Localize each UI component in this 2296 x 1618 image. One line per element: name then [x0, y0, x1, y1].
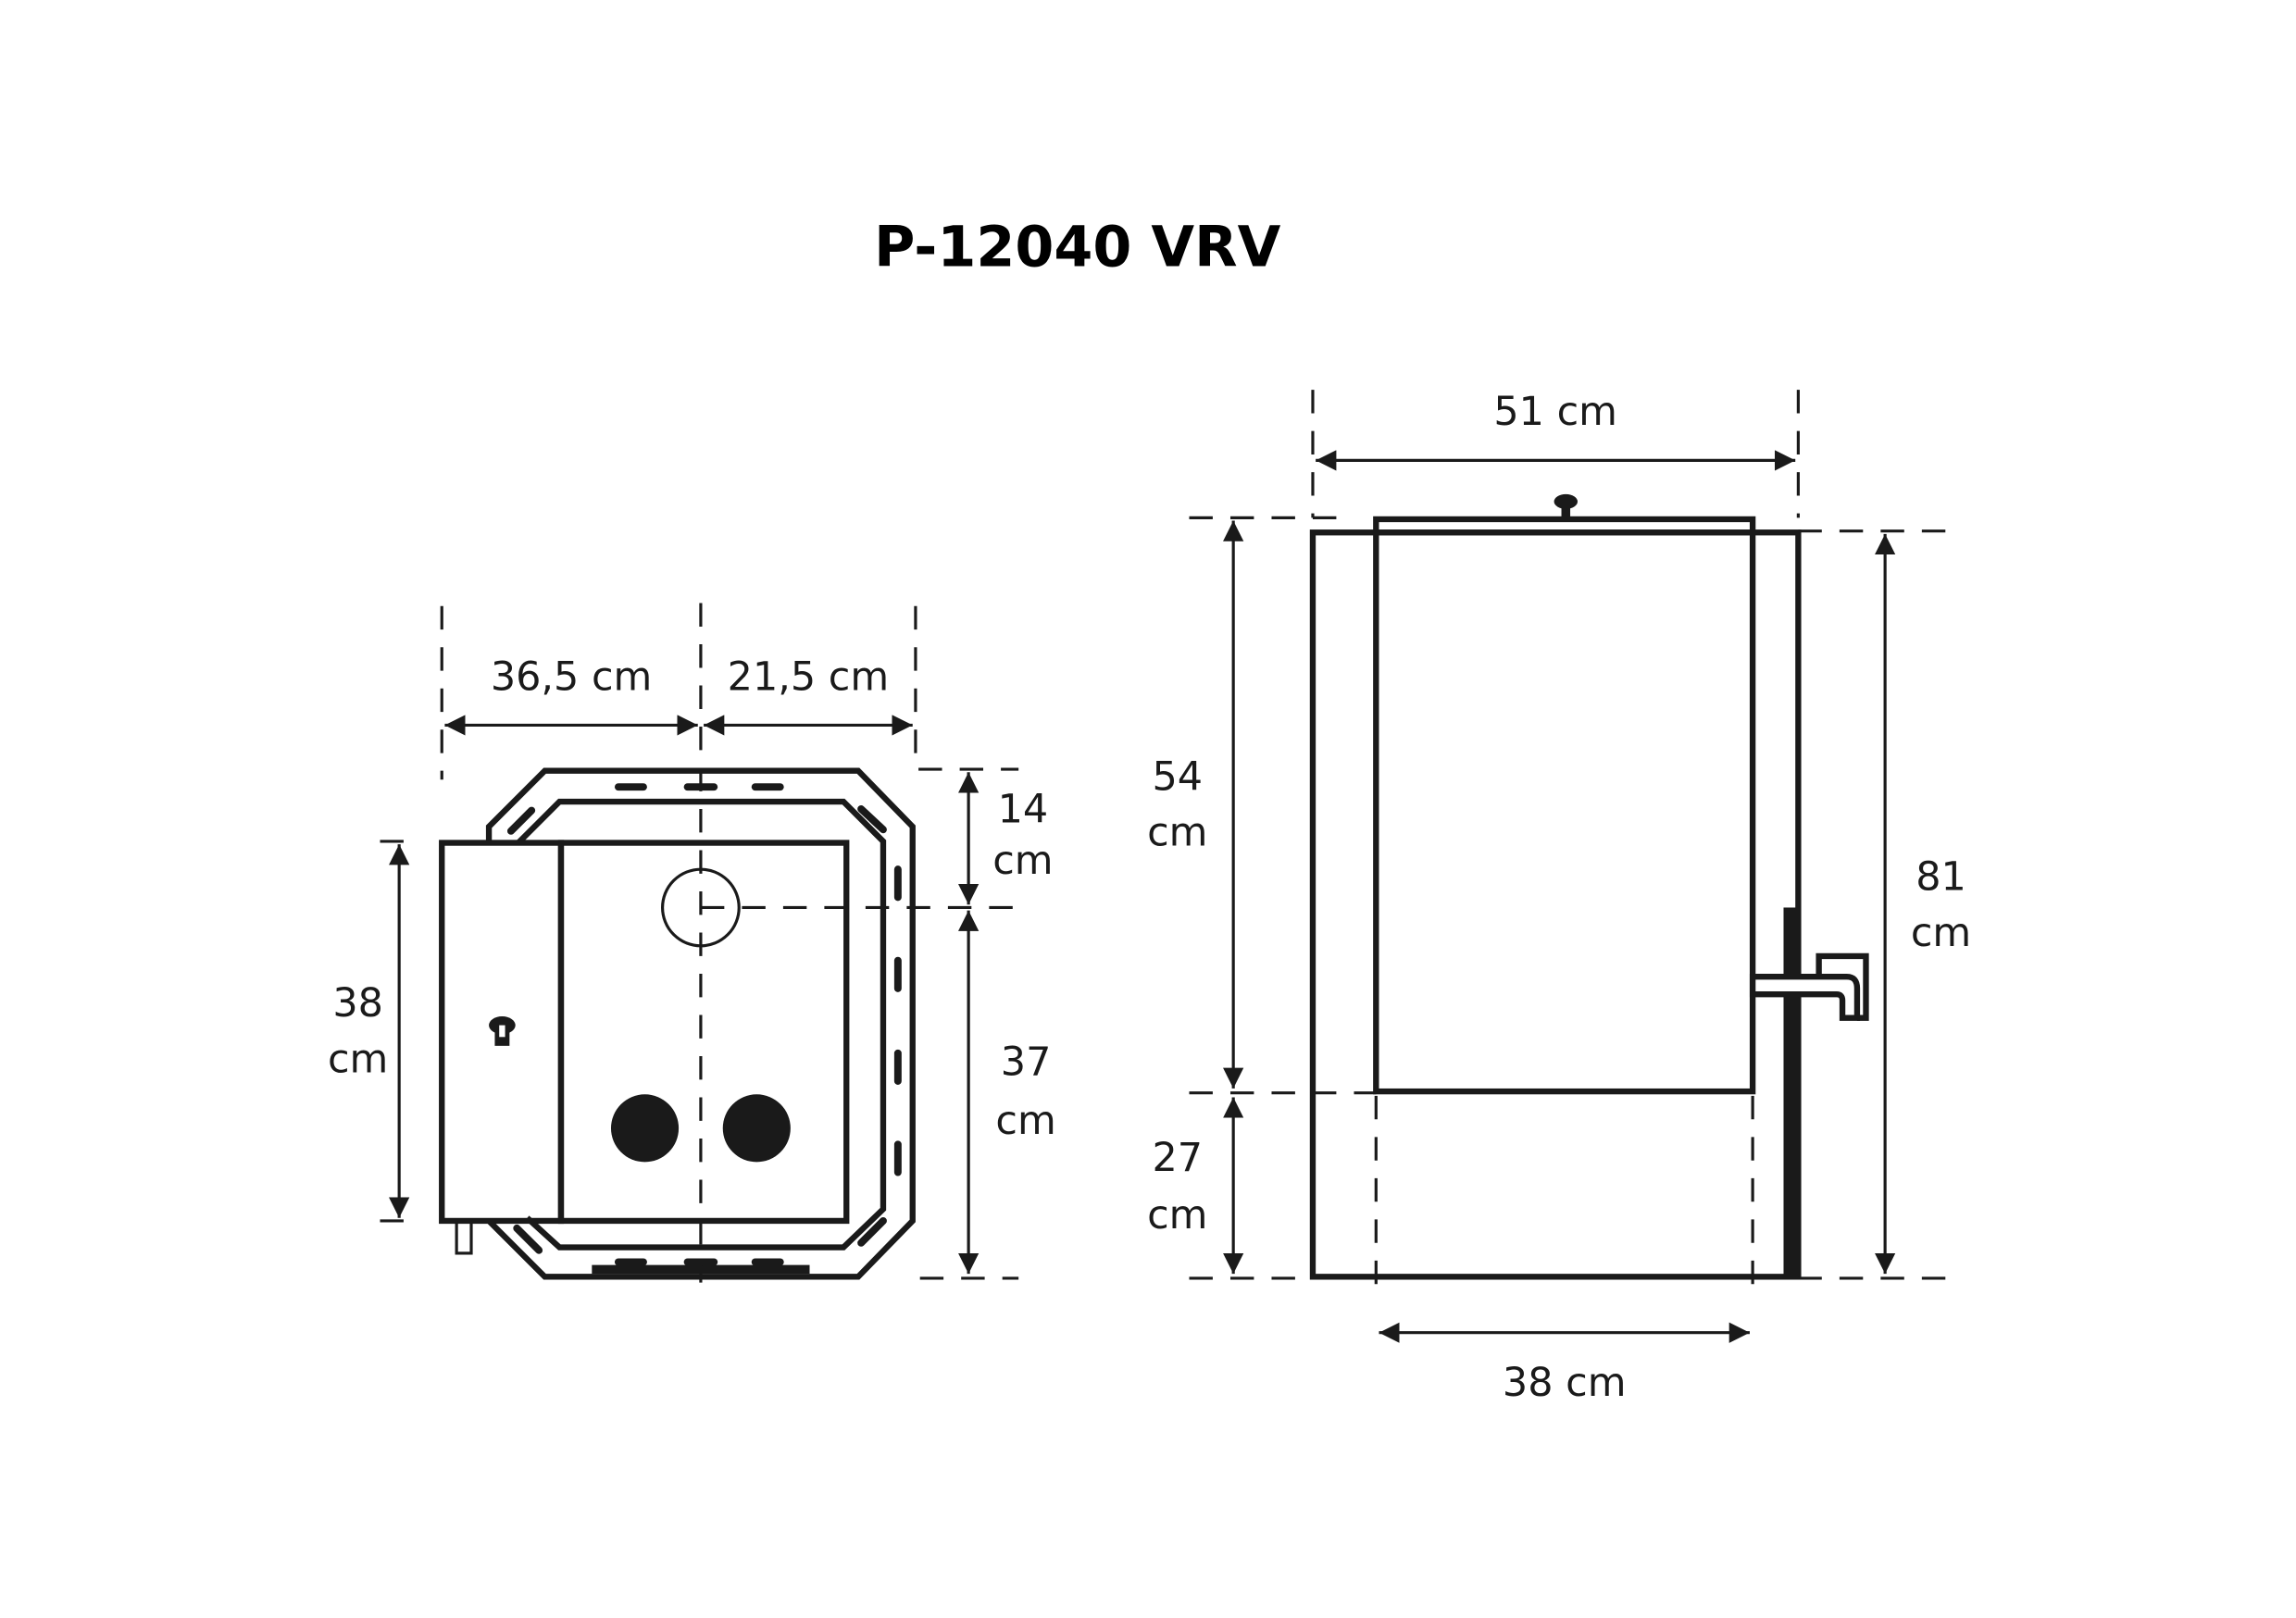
label-top-offset-value: 14 [998, 786, 1049, 832]
inner-casing [516, 798, 887, 1251]
water-tank [1373, 516, 1756, 1095]
lid-handle-icon [1554, 493, 1578, 519]
outer-casing [485, 767, 916, 1280]
water-tap [1749, 973, 1861, 1021]
label-base-height-unit: cm [1147, 1192, 1207, 1238]
pipe-hole-right [722, 1094, 791, 1163]
label-tank-height-unit: cm [1147, 810, 1207, 856]
label-tank-height-value: 54 [1152, 753, 1203, 800]
front-view: 36,5 cm 21,5 cm 14 cm 37 cm 38 cm [328, 603, 1056, 1283]
rear-panel [1783, 907, 1799, 1277]
side-view: 51 cm 54 cm 27 cm 81 cm 38 cm [1147, 389, 1971, 1406]
label-width-right: 21,5 cm [728, 653, 890, 700]
label-door-height-unit: cm [328, 1036, 388, 1082]
label-width-left: 36,5 cm [491, 653, 653, 700]
label-base-width: 38 cm [1503, 1360, 1627, 1406]
label-door-height-value: 38 [332, 980, 383, 1027]
key-icon [489, 1016, 516, 1046]
stove-body [1309, 529, 1802, 1280]
label-total-height-unit: cm [1911, 910, 1971, 956]
label-top-offset-unit: cm [992, 838, 1053, 884]
leg [455, 1219, 473, 1255]
vent-slots [506, 783, 902, 1266]
label-total-height-value: 81 [1915, 853, 1966, 900]
label-total-width: 51 cm [1493, 389, 1617, 435]
model-title: P-12040 VRV [874, 216, 1281, 280]
pipe-hole-left [610, 1094, 680, 1163]
label-base-height-value: 27 [1152, 1135, 1203, 1181]
label-lower-height-value: 37 [1001, 1039, 1052, 1086]
front-panel [557, 840, 850, 1225]
label-lower-height-unit: cm [995, 1098, 1055, 1144]
